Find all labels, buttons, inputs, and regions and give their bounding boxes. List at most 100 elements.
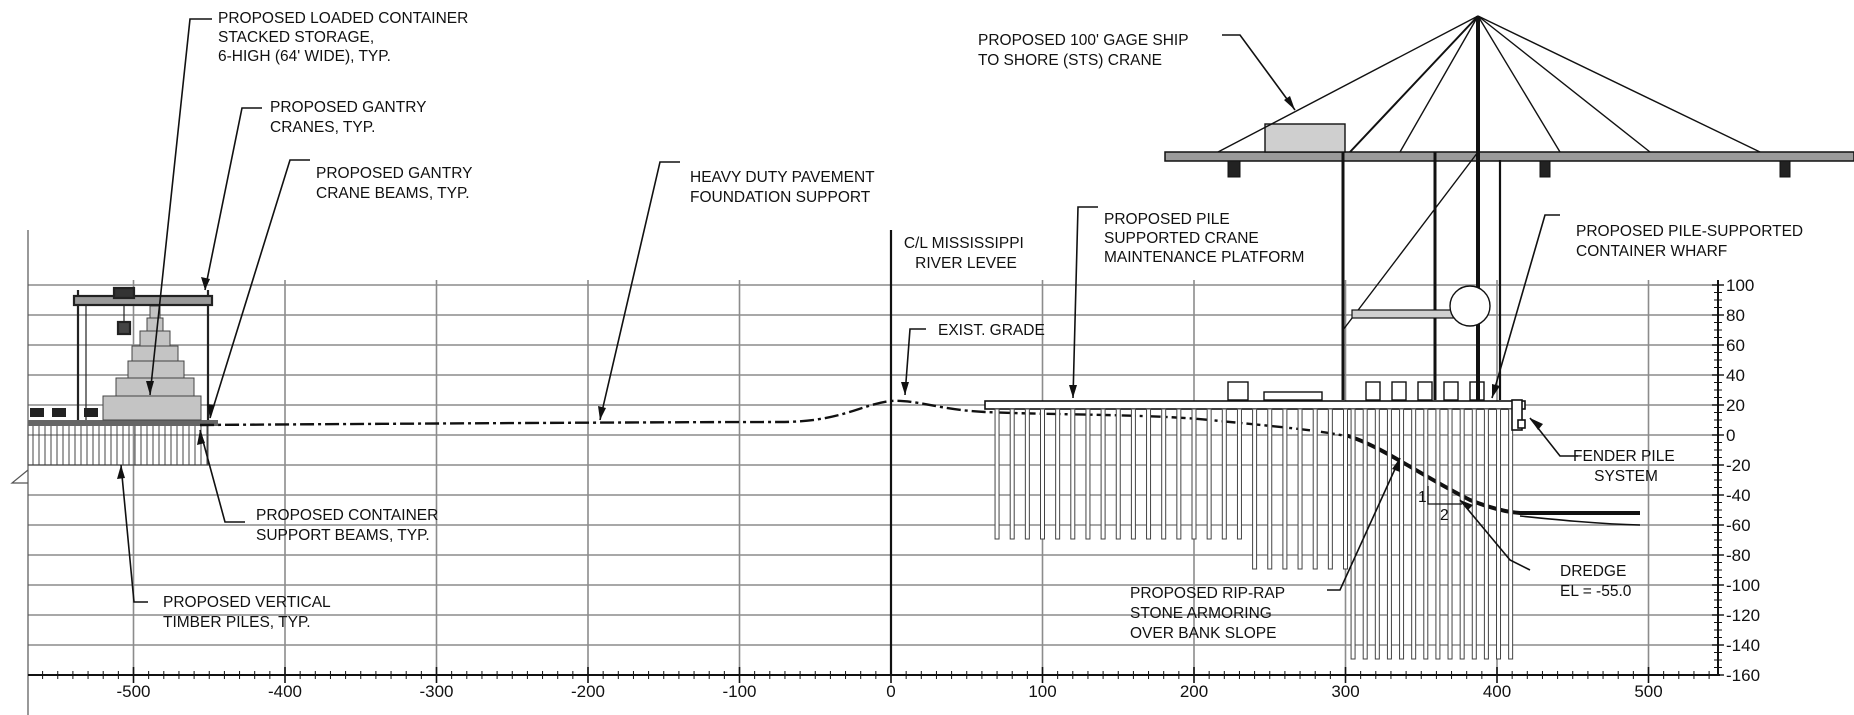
label-levee: C/L MISSISSIPPI RIVER LEVEE (904, 235, 1028, 272)
x-axis-labels: -500 -400 -300 -200 -100 0 100 200 300 400 500 (116, 682, 1662, 701)
platform-pile (1070, 408, 1076, 540)
x-tick-label: 0 (886, 682, 895, 701)
x-tick-label: -100 (722, 682, 756, 701)
wharf-pile (1399, 408, 1405, 660)
slope-ratio-indicator (1427, 486, 1462, 505)
slope-rise-label: 1 (1418, 489, 1427, 506)
y-tick-label: 40 (1726, 366, 1745, 385)
y-tick-label: -140 (1726, 636, 1760, 655)
break-symbol (10, 469, 29, 484)
x-tick-label: 400 (1483, 682, 1511, 701)
label-pavement: HEAVY DUTY PAVEMENT FOUNDATION SUPPORT (690, 169, 879, 206)
platform-pile (1221, 408, 1227, 540)
leader-lines (120, 18, 1578, 603)
wharf-pile (1447, 408, 1453, 660)
maintenance-platform-deck (984, 400, 1526, 410)
wharf-pile (1508, 408, 1514, 660)
wharf-pile (1435, 408, 1441, 660)
platform-pile (1206, 408, 1212, 540)
y-tick-label: -120 (1726, 606, 1760, 625)
platform-pile (1085, 408, 1091, 540)
x-tick-label: -400 (268, 682, 302, 701)
x-tick-label: -300 (419, 682, 453, 701)
wharf-pile (1386, 408, 1392, 660)
y-tick-label: 20 (1726, 396, 1745, 415)
platform-piles (994, 408, 1348, 570)
support-beams (28, 420, 218, 426)
y-tick-label: -160 (1726, 666, 1760, 685)
platform-pile (1100, 408, 1106, 540)
y-tick-label: 0 (1726, 426, 1735, 445)
wharf-vehicles (1227, 381, 1485, 401)
cable-reel (1449, 285, 1491, 327)
label-exist-grade: EXIST. GRADE (938, 322, 1045, 339)
sts-crane (1164, 15, 1854, 400)
y-tick-label: -60 (1726, 516, 1751, 535)
platform-pile (1009, 408, 1015, 540)
crane-boom (1164, 151, 1854, 162)
x-tick-label: 500 (1634, 682, 1662, 701)
timber-pile-field (27, 424, 209, 466)
platform-pile (1282, 408, 1288, 570)
label-support-beams: PROPOSED CONTAINER SUPPORT BEAMS, TYP. (256, 507, 443, 544)
y-tick-label: -40 (1726, 486, 1751, 505)
label-gantry-beams: PROPOSED GANTRY CRANE BEAMS, TYP. (316, 165, 477, 202)
x-tick-label: -500 (116, 682, 150, 701)
wharf-pile (1496, 408, 1502, 660)
x-tick-label: -200 (571, 682, 605, 701)
label-gantry-cranes: PROPOSED GANTRY CRANES, TYP. (270, 99, 431, 136)
x-tick-label: 200 (1180, 682, 1208, 701)
platform-pile (1040, 408, 1045, 540)
fender-pile-system (1511, 399, 1526, 431)
slope-run-label: 2 (1440, 507, 1449, 524)
label-container-wharf: PROPOSED PILE-SUPPORTED CONTAINER WHARF (1576, 223, 1807, 260)
y-tick-label: 80 (1726, 306, 1745, 325)
platform-pile (1312, 408, 1318, 570)
y-tick-label: -20 (1726, 456, 1751, 475)
yard-trucks (30, 408, 98, 417)
dredge-line (1519, 515, 1641, 526)
platform-pile (994, 408, 1000, 540)
label-timber-piles: PROPOSED VERTICAL TIMBER PILES, TYP. (163, 594, 334, 631)
label-sts-crane: PROPOSED 100' GAGE SHIP TO SHORE (STS) C… (978, 32, 1193, 69)
platform-pile (1343, 408, 1348, 570)
gantry-crane (72, 286, 214, 420)
y-tick-label: -80 (1726, 546, 1751, 565)
platform-pile (1236, 408, 1242, 540)
platform-pile (1055, 408, 1061, 540)
y-tick-label: -100 (1726, 576, 1760, 595)
label-container-storage: PROPOSED LOADED CONTAINER STACKED STORAG… (218, 10, 473, 65)
y-tick-label: 100 (1726, 276, 1754, 295)
y-axis-labels: 100 80 60 40 20 0 -20 -40 -60 -80 -100 -120 -140 -160 (1726, 276, 1760, 685)
platform-pile (1176, 408, 1182, 540)
container-yard (27, 286, 218, 466)
label-fender-pile: FENDER PILE SYSTEM (1573, 448, 1679, 485)
wharf-pile (1350, 408, 1356, 660)
platform-pile (1024, 408, 1030, 540)
platform-pile (1161, 408, 1167, 540)
wharf-pile (1423, 408, 1429, 660)
label-riprap: PROPOSED RIP-RAP STONE ARMORING OVER BAN… (1130, 585, 1289, 642)
platform-pile (1115, 408, 1121, 540)
x-tick-label: 100 (1028, 682, 1056, 701)
wharf-pile (1459, 408, 1465, 660)
wharf-pile (1411, 408, 1417, 660)
platform-pile (1252, 408, 1258, 570)
wharf-pile (1374, 408, 1380, 660)
platform-pile (1146, 408, 1152, 540)
platform-pile (1297, 408, 1303, 570)
platform-pile (1191, 408, 1197, 540)
platform-pile (1327, 408, 1333, 570)
x-tick-label: 300 (1331, 682, 1359, 701)
crane-machinery-house (1264, 123, 1346, 153)
y-tick-label: 60 (1726, 336, 1745, 355)
wharf-piles (1350, 408, 1514, 660)
container-stack (102, 305, 202, 421)
platform-pile (1267, 408, 1273, 570)
leader-arrowheads (117, 96, 1543, 510)
label-dredge: DREDGE EL = -55.0 (1560, 563, 1632, 600)
label-maintenance-platform: PROPOSED PILE SUPPORTED CRANE MAINTENANC… (1104, 211, 1304, 266)
wharf-pile (1471, 408, 1477, 660)
platform-pile (1130, 408, 1136, 540)
